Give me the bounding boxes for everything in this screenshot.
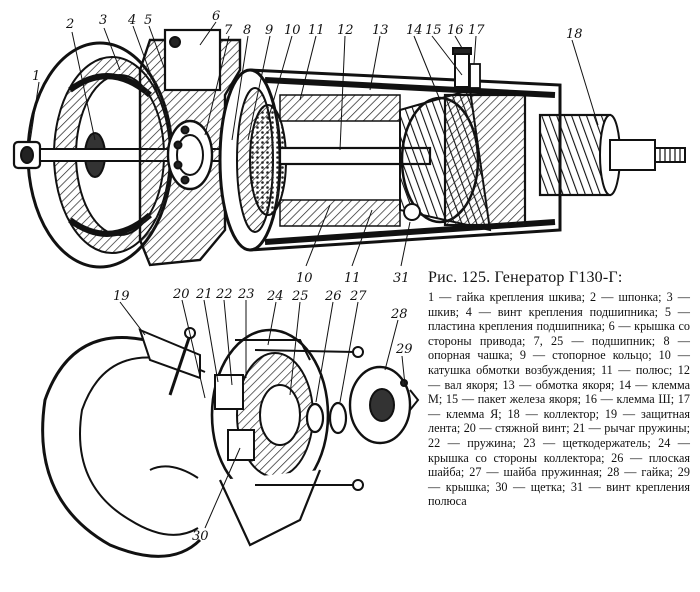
callout-11-bottom: 11 bbox=[344, 271, 361, 286]
callout-labels: 1 2 3 4 5 6 7 8 9 10 11 12 13 14 15 16 1… bbox=[32, 9, 583, 544]
callout-19: 19 bbox=[113, 289, 130, 304]
callout-24: 24 bbox=[266, 289, 284, 304]
callout-12: 12 bbox=[337, 23, 354, 38]
callout-10-bottom: 10 bbox=[296, 271, 313, 286]
callout-13: 13 bbox=[372, 23, 389, 38]
caption-title: Рис. 125. Генератор Г130-Г: bbox=[428, 269, 623, 286]
commutator bbox=[538, 113, 686, 197]
callout-16: 16 bbox=[447, 23, 464, 38]
top-leaders bbox=[29, 21, 599, 267]
generator-assembly bbox=[12, 21, 686, 269]
flat-washer bbox=[305, 402, 325, 434]
callout-28: 28 bbox=[390, 307, 408, 322]
callout-29: 29 bbox=[395, 342, 413, 357]
armature-iron-pack bbox=[443, 93, 527, 227]
bottom-leaders bbox=[119, 299, 406, 529]
callout-3: 3 bbox=[99, 13, 107, 28]
callout-2: 2 bbox=[65, 17, 74, 32]
pole-screw bbox=[403, 203, 421, 221]
callout-23: 23 bbox=[237, 287, 255, 302]
protective-band bbox=[41, 328, 206, 558]
callout-11: 11 bbox=[308, 23, 325, 38]
caption-legend: 1 — гайка крепления шкива; 2 — шпонка; 3… bbox=[428, 290, 690, 509]
callout-4: 4 bbox=[127, 13, 136, 28]
callout-30: 30 bbox=[192, 529, 209, 544]
callout-9: 9 bbox=[265, 23, 273, 38]
pulley-nut bbox=[12, 140, 42, 170]
front-bearing bbox=[166, 119, 214, 191]
tie-bolts bbox=[254, 346, 364, 491]
exploded-view bbox=[41, 299, 420, 558]
callout-1: 1 bbox=[32, 69, 40, 84]
callout-14: 14 bbox=[406, 23, 423, 38]
callout-8: 8 bbox=[243, 23, 251, 38]
callout-5: 5 bbox=[144, 13, 152, 28]
callout-25: 25 bbox=[291, 289, 309, 304]
callout-31: 31 bbox=[393, 271, 410, 286]
callout-6: 6 bbox=[212, 9, 220, 24]
callout-20: 20 bbox=[172, 287, 190, 302]
commutator-end-cover bbox=[210, 328, 330, 547]
callout-27: 27 bbox=[349, 289, 367, 304]
callout-7: 7 bbox=[224, 23, 233, 38]
callout-21: 21 bbox=[195, 287, 213, 302]
callout-26: 26 bbox=[324, 289, 342, 304]
callout-15: 15 bbox=[425, 23, 442, 38]
figure-caption: Рис. 125. Генератор Г130-Г: 1 — гайка кр… bbox=[428, 268, 690, 509]
callout-22: 22 bbox=[215, 287, 233, 302]
callout-10: 10 bbox=[284, 23, 301, 38]
callout-18: 18 bbox=[566, 27, 583, 42]
end-cap bbox=[348, 365, 420, 445]
spring-washer bbox=[328, 401, 348, 435]
callout-17: 17 bbox=[468, 23, 485, 38]
